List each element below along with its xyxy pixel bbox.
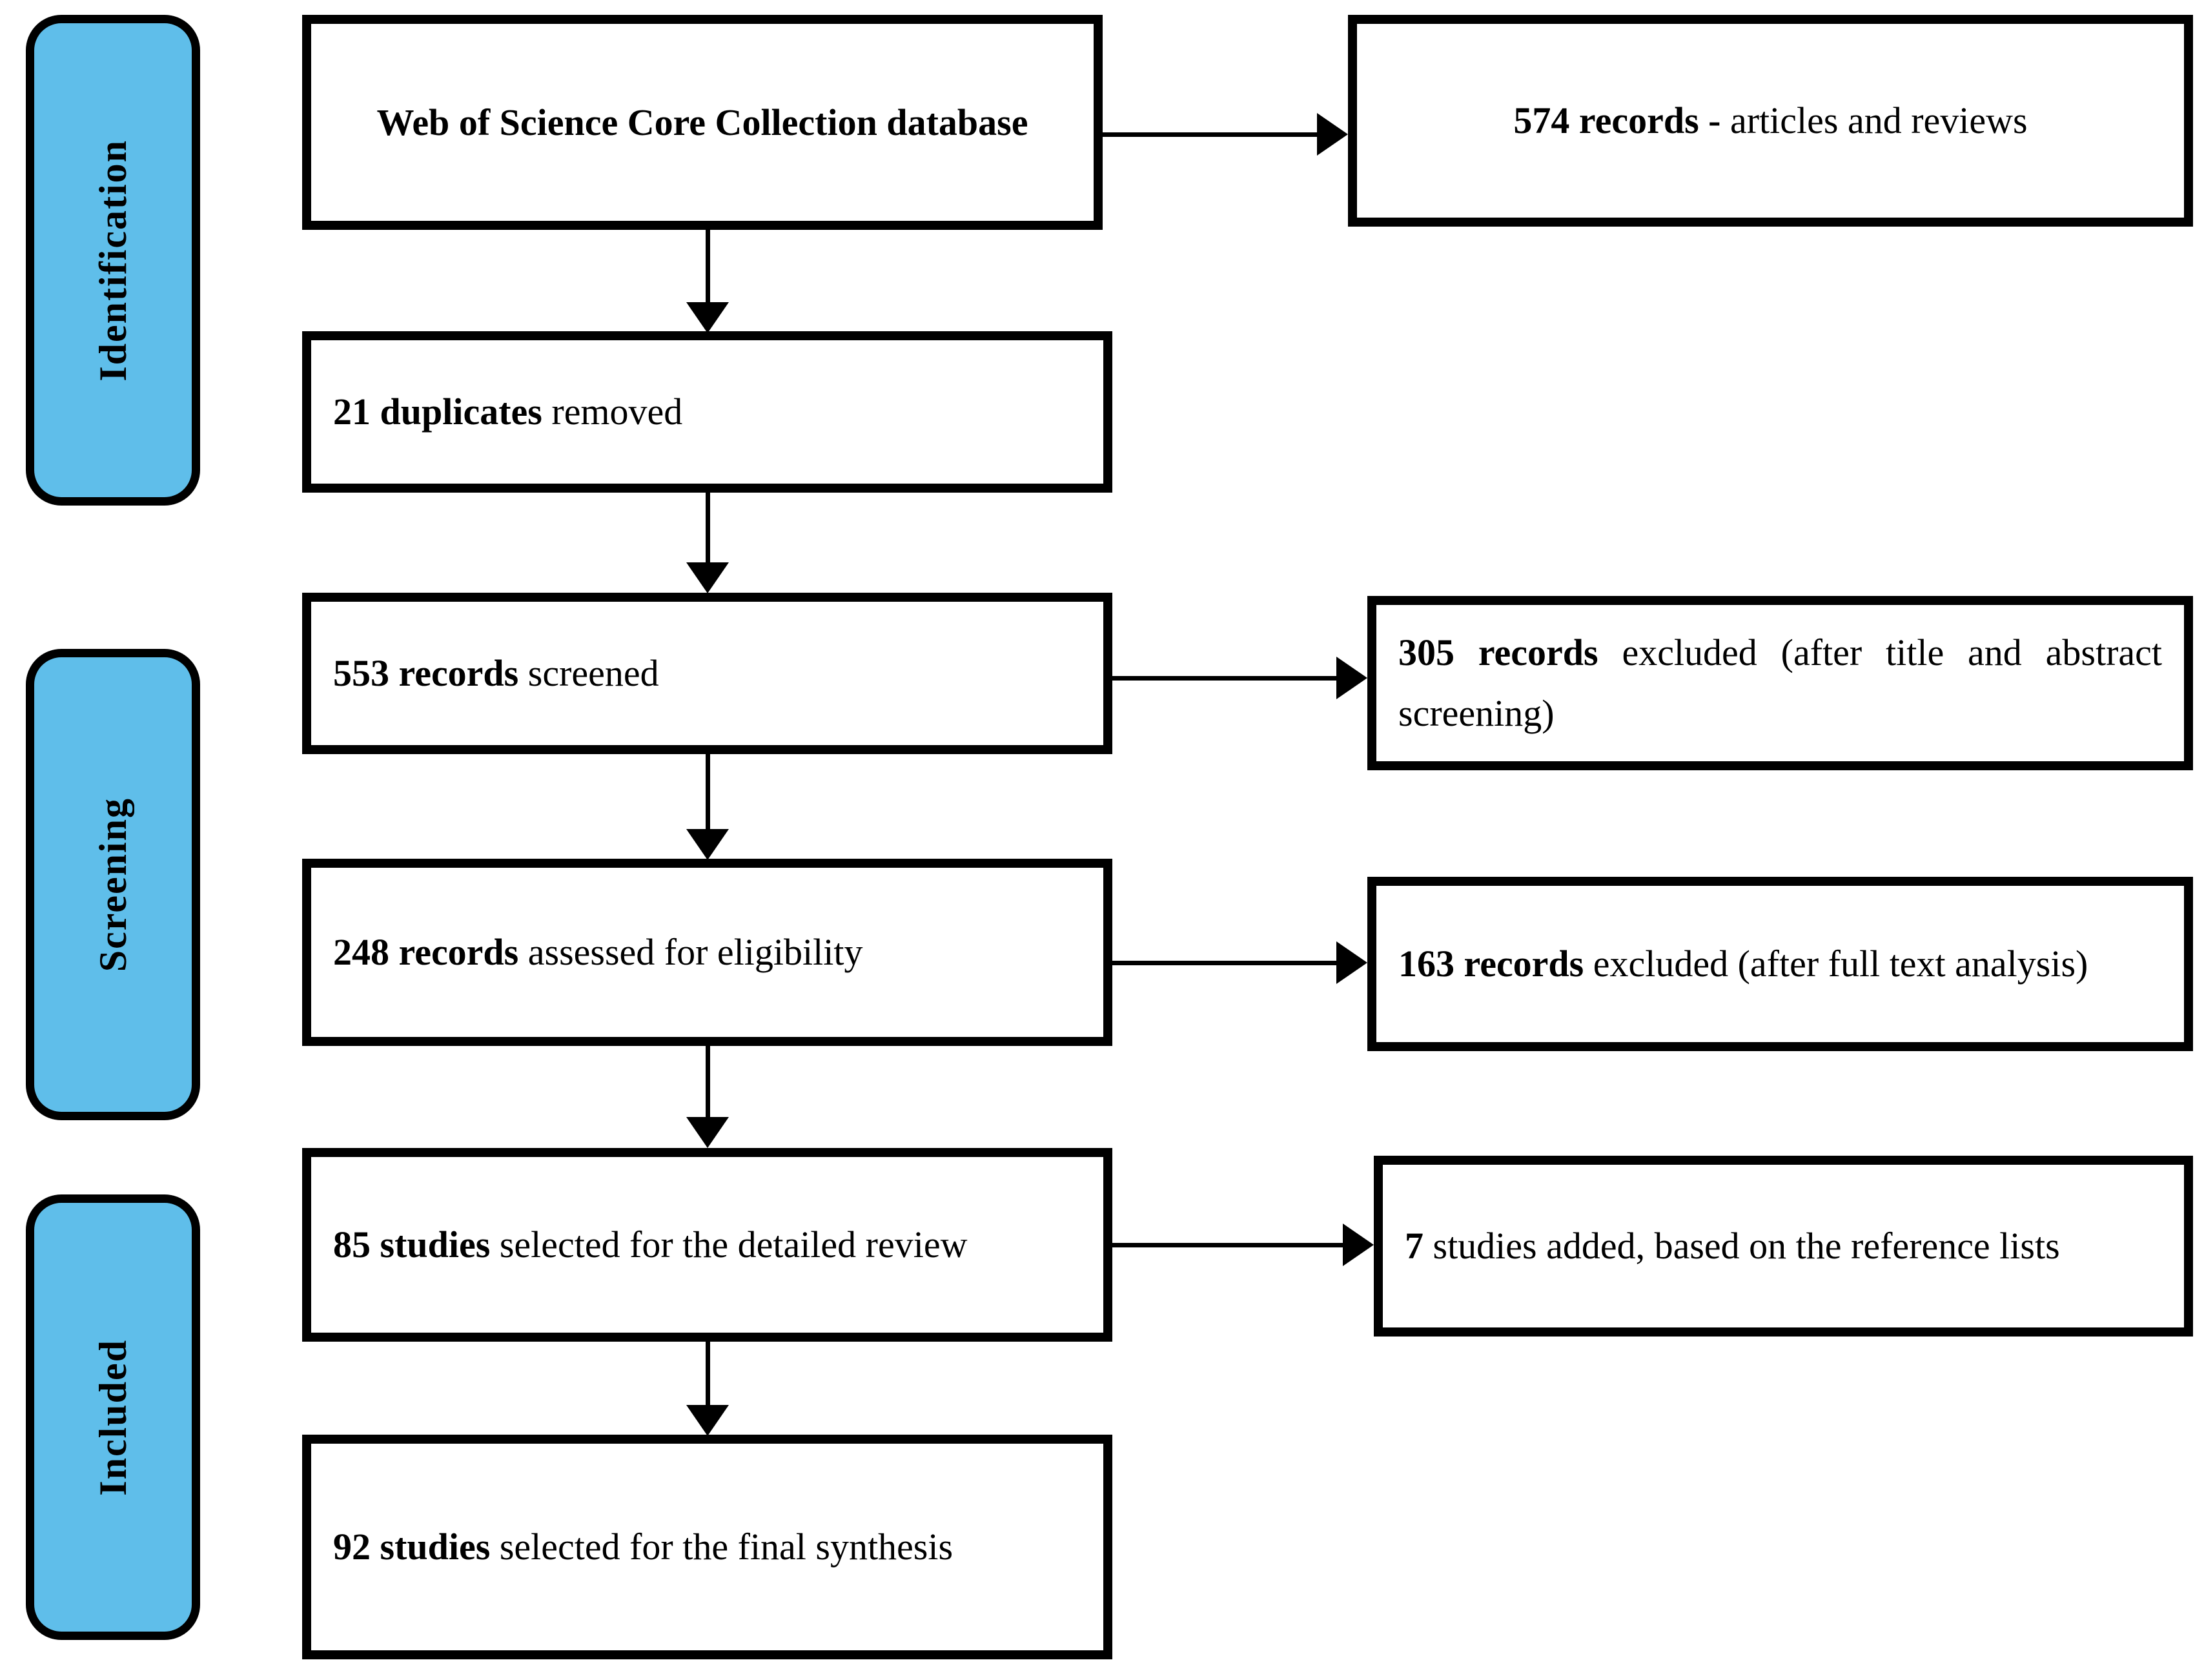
- phase-label-included: Included: [92, 1338, 134, 1496]
- box-records-excluded-title-abstract-rest: excluded (after title and abstract scree…: [1398, 631, 2162, 734]
- connector-screened-to-assessed: [706, 754, 710, 830]
- box-records-articles-reviews-rest: articles and reviews: [1720, 99, 2028, 142]
- box-duplicates-removed-rest: removed: [542, 391, 683, 433]
- box-records-excluded-title-abstract-text: 305 records excluded (after title and ab…: [1376, 622, 2184, 744]
- connector-detailed-review-to-studies-added: [1112, 1243, 1345, 1247]
- box-records-screened: 553 records screened: [302, 593, 1112, 754]
- phase-label-screening: Screening: [92, 797, 134, 972]
- connector-source-to-duplicates: [706, 230, 710, 303]
- box-studies-final-synthesis-text: 92 studies selected for the final synthe…: [311, 1517, 1103, 1577]
- box-studies-detailed-review-emphasis: 85 studies: [333, 1224, 491, 1266]
- box-records-assessed-emphasis: 248 records: [333, 931, 519, 974]
- box-duplicates-removed-text: 21 duplicates removed: [311, 382, 1103, 442]
- arrowhead-assessed-to-excluded-full-text-icon: [1336, 941, 1367, 984]
- box-records-articles-reviews-emphasis: 574 records -: [1513, 99, 1721, 142]
- box-studies-detailed-review-text: 85 studies selected for the detailed rev…: [311, 1214, 1103, 1275]
- arrowhead-assessed-to-detailed-review-icon: [686, 1117, 729, 1148]
- arrowhead-source-to-records-retrieved-icon: [1317, 113, 1348, 156]
- box-studies-added-reference-lists-rest: studies added, based on the reference li…: [1423, 1225, 2060, 1267]
- phase-pill-included: Included: [26, 1194, 200, 1640]
- box-records-assessed-text: 248 records assessed for eligibility: [311, 922, 1103, 983]
- box-studies-final-synthesis-rest: selected for the final synthesis: [490, 1526, 954, 1568]
- box-records-excluded-title-abstract-emphasis: 305 records: [1398, 631, 1598, 674]
- box-records-assessed-rest: assessed for eligibility: [518, 931, 863, 974]
- box-duplicates-removed-emphasis: 21 duplicates: [333, 391, 542, 433]
- box-studies-added-reference-lists: 7 studies added, based on the reference …: [1374, 1156, 2193, 1337]
- connector-duplicates-to-screened: [706, 493, 710, 564]
- box-studies-detailed-review-rest: selected for the detailed review: [490, 1224, 968, 1266]
- arrowhead-detailed-review-to-studies-added-icon: [1343, 1224, 1374, 1266]
- arrowhead-screened-to-excluded-title-abstract-icon: [1336, 657, 1367, 699]
- arrowhead-detailed-review-to-final-synthesis-icon: [686, 1405, 729, 1436]
- box-studies-final-synthesis-emphasis: 92 studies: [333, 1526, 491, 1568]
- box-records-excluded-full-text-rest: excluded (after full text analysis): [1584, 943, 2088, 985]
- connector-assessed-to-detailed-review: [706, 1046, 710, 1118]
- phase-pill-identification: Identification: [26, 15, 200, 506]
- connector-source-to-records-retrieved: [1103, 132, 1319, 137]
- box-studies-added-reference-lists-text: 7 studies added, based on the reference …: [1383, 1216, 2184, 1276]
- box-source-database-text: Web of Science Core Collection database: [311, 92, 1094, 153]
- box-records-excluded-full-text-emphasis: 163 records: [1398, 943, 1584, 985]
- connector-detailed-review-to-final-synthesis: [706, 1342, 710, 1406]
- arrowhead-screened-to-assessed-icon: [686, 829, 729, 860]
- box-studies-detailed-review: 85 studies selected for the detailed rev…: [302, 1148, 1112, 1342]
- box-studies-added-reference-lists-emphasis: 7: [1405, 1225, 1423, 1267]
- box-studies-final-synthesis: 92 studies selected for the final synthe…: [302, 1435, 1112, 1659]
- box-records-excluded-full-text-text: 163 records excluded (after full text an…: [1376, 934, 2184, 994]
- box-records-screened-emphasis: 553 records: [333, 652, 519, 695]
- box-records-articles-reviews: 574 records - articles and reviews: [1348, 15, 2193, 227]
- box-source-database: Web of Science Core Collection database: [302, 15, 1103, 230]
- phase-label-identification: Identification: [92, 139, 134, 382]
- box-source-database-emphasis: Web of Science Core Collection database: [376, 101, 1028, 143]
- connector-screened-to-excluded-title-abstract: [1112, 676, 1338, 681]
- box-records-screened-text: 553 records screened: [311, 643, 1103, 704]
- connector-assessed-to-excluded-full-text: [1112, 961, 1338, 965]
- box-records-assessed: 248 records assessed for eligibility: [302, 859, 1112, 1046]
- arrowhead-duplicates-to-screened-icon: [686, 562, 729, 593]
- box-records-excluded-full-text: 163 records excluded (after full text an…: [1367, 877, 2193, 1051]
- box-records-excluded-title-abstract: 305 records excluded (after title and ab…: [1367, 596, 2193, 770]
- box-duplicates-removed: 21 duplicates removed: [302, 331, 1112, 493]
- phase-pill-screening: Screening: [26, 649, 200, 1120]
- box-records-screened-rest: screened: [518, 652, 659, 695]
- box-records-articles-reviews-text: 574 records - articles and reviews: [1357, 90, 2184, 151]
- arrowhead-source-to-duplicates-icon: [686, 302, 729, 333]
